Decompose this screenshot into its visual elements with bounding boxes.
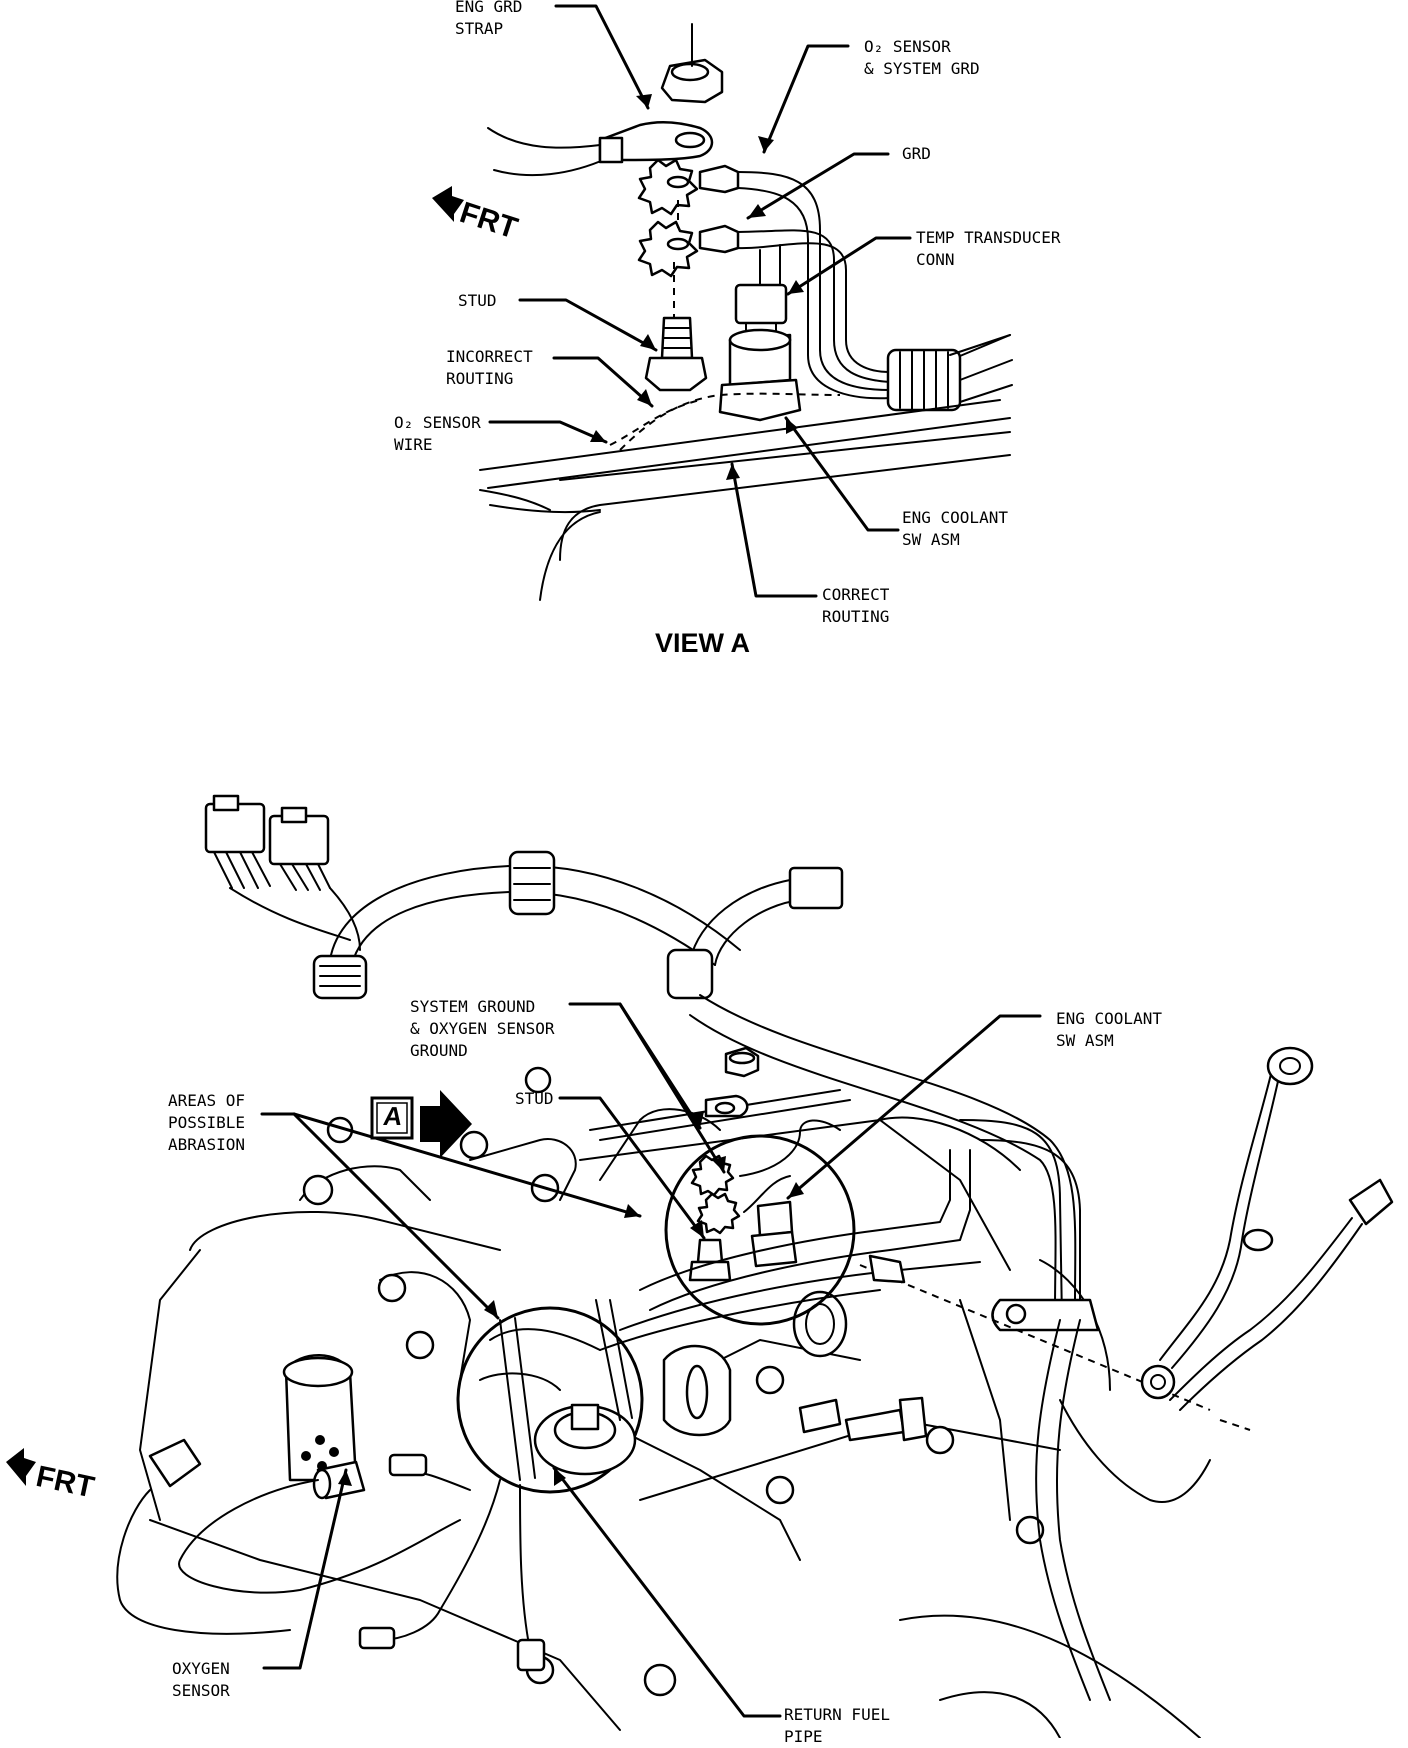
label-return-fuel-pipe: RETURN FUEL PIPE	[784, 1705, 890, 1746]
label-eng-coolant-sw-asm-view-a: ENG COOLANT SW ASM	[902, 508, 1008, 549]
view-a-arrow-icon	[420, 1090, 472, 1158]
frt-arrow-icon	[432, 186, 464, 222]
label-temp-transducer-conn: TEMP TRANSDUCER CONN	[916, 228, 1061, 269]
label-eng-grd-strap: ENG GRD STRAP	[455, 0, 523, 38]
coolant-switch	[718, 328, 802, 422]
stud	[644, 316, 708, 392]
harness-connectors	[204, 794, 361, 951]
view-a-marker-box	[370, 1096, 414, 1140]
eng-grd-strap-terminal	[598, 120, 714, 162]
label-stud: STUD	[458, 291, 497, 310]
nut	[660, 23, 724, 104]
abrasion-area-lower	[456, 1306, 644, 1494]
label-grd: GRD	[902, 144, 931, 163]
label-system-ground-oxygen-sensor-ground: SYSTEM GROUND & OXYGEN SENSOR GROUND	[410, 997, 555, 1060]
engine-drawing	[6, 794, 1394, 1739]
star-washer-lower	[637, 220, 699, 278]
label-o2-sensor-wire: O₂ SENSOR WIRE	[394, 413, 481, 454]
label-oxygen-sensor: OXYGEN SENSOR	[172, 1659, 230, 1700]
label-incorrect-routing: INCORRECT ROUTING	[446, 347, 533, 388]
frt-arrow-icon-main	[6, 1448, 36, 1486]
view-a-title: VIEW A	[655, 628, 751, 658]
oxygen-sensor	[116, 1438, 461, 1635]
label-o2-sensor-system-grd: O₂ SENSOR & SYSTEM GRD	[864, 37, 980, 78]
temp-transducer-connector	[734, 283, 788, 325]
label-eng-coolant-sw-asm-main: ENG COOLANT SW ASM	[1056, 1009, 1162, 1050]
view-a-drawing	[432, 4, 1013, 601]
conduit	[886, 334, 1013, 412]
label-correct-routing: CORRECT ROUTING	[822, 585, 890, 626]
label-stud-main: STUD	[515, 1089, 554, 1108]
view-a-marker-letter: A	[381, 1101, 405, 1131]
star-washer-upper	[637, 158, 699, 216]
label-areas-of-possible-abrasion: AREAS OF POSSIBLE ABRASION	[168, 1091, 246, 1154]
abrasion-area-upper	[664, 1134, 856, 1326]
